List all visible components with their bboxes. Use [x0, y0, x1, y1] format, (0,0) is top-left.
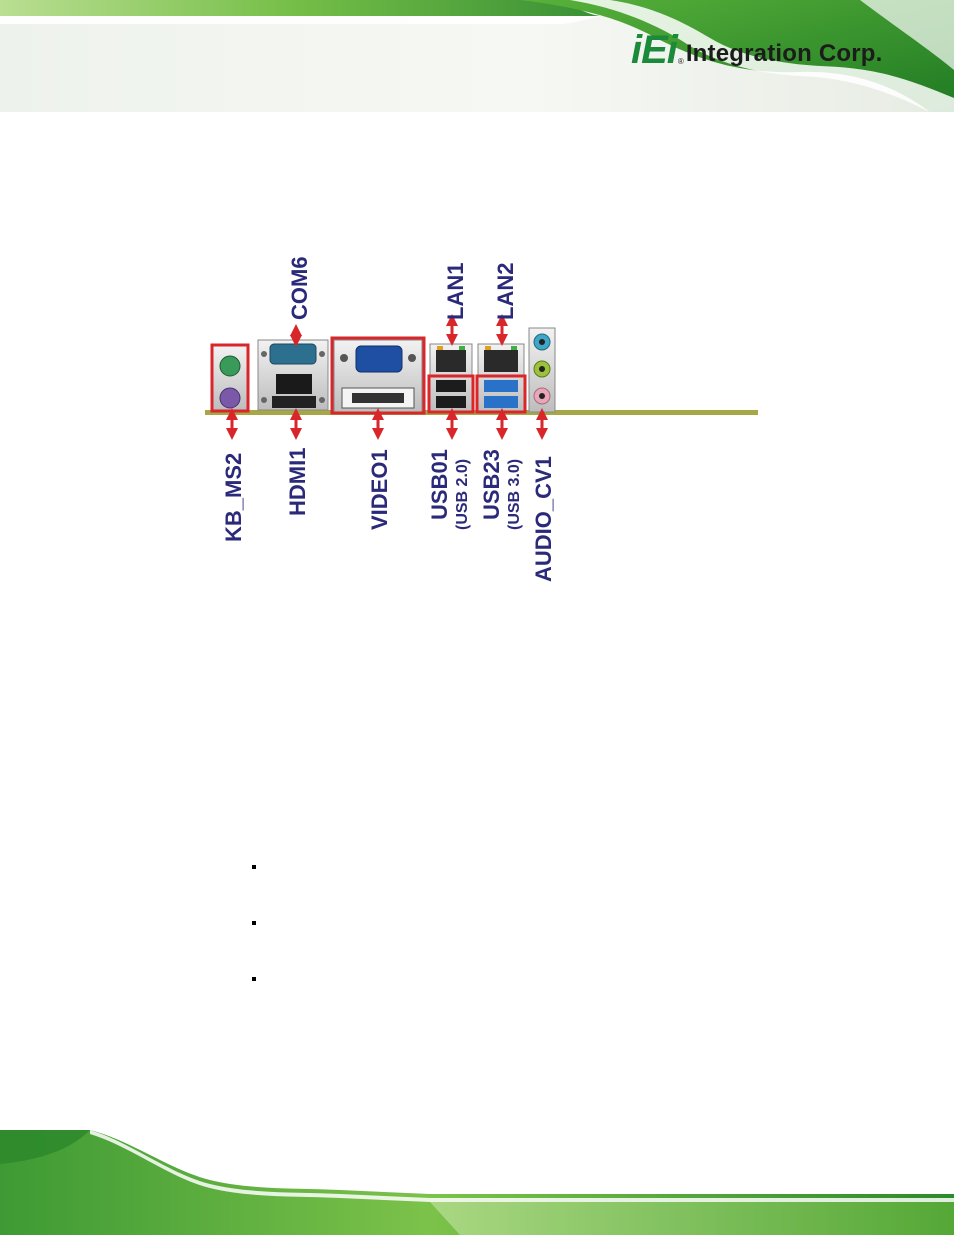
ps2-keyboard-port — [219, 387, 241, 409]
com-hdmi-group — [257, 339, 329, 411]
registered-mark: ® — [677, 57, 684, 66]
usb23-port-bottom — [484, 396, 518, 408]
hdmi-port — [276, 374, 312, 394]
audio-cv1-label: AUDIO_CV1 — [531, 456, 556, 582]
rear-panel-figure: COM6 LAN1 LAN2 KB_MS2 HDMI1 VIDEO1 USB01… — [205, 256, 758, 582]
hdmi1-label: HDMI1 — [285, 448, 310, 516]
com6-port — [269, 343, 317, 365]
ps2-port-group — [212, 345, 248, 411]
usb23-label: USB23 — [479, 449, 504, 520]
bullet-marker — [252, 921, 256, 925]
footer-decoration — [0, 1130, 954, 1235]
header-decoration — [0, 0, 954, 112]
audio-jack-group — [528, 327, 556, 413]
usb23-port-top — [484, 380, 518, 392]
usb01-port-bottom — [436, 396, 466, 408]
lan1-usb01-group — [429, 343, 473, 413]
kb-ms2-label: KB_MS2 — [221, 453, 246, 542]
brand-mark: iEi — [631, 28, 678, 72]
usb01-port-top — [436, 380, 466, 392]
lan1-port — [436, 350, 466, 372]
lan2-label: LAN2 — [493, 263, 518, 320]
usb23-sub-label: (USB 3.0) — [506, 459, 523, 530]
ps2-mouse-port — [219, 355, 241, 377]
bullet-marker — [252, 977, 256, 981]
vga-port — [355, 345, 403, 373]
video-port-group — [333, 339, 423, 413]
com6-label: COM6 — [287, 256, 312, 320]
usb01-sub-label: (USB 2.0) — [454, 459, 471, 530]
usb01-label: USB01 — [427, 449, 452, 520]
rear-panel-diagram: COM6 LAN1 LAN2 KB_MS2 HDMI1 VIDEO1 USB01… — [205, 256, 758, 582]
video1-label: VIDEO1 — [367, 449, 392, 530]
page-footer — [0, 1130, 954, 1235]
lan1-label: LAN1 — [443, 263, 468, 320]
brand-name: Integration Corp. — [685, 40, 883, 67]
lan2-port — [484, 350, 518, 372]
page-header: iEi ® Integration Corp. — [0, 0, 954, 112]
brand-logo: iEi ® Integration Corp. — [631, 26, 883, 70]
lan2-usb23-group — [477, 343, 525, 413]
bullet-marker — [252, 865, 256, 869]
